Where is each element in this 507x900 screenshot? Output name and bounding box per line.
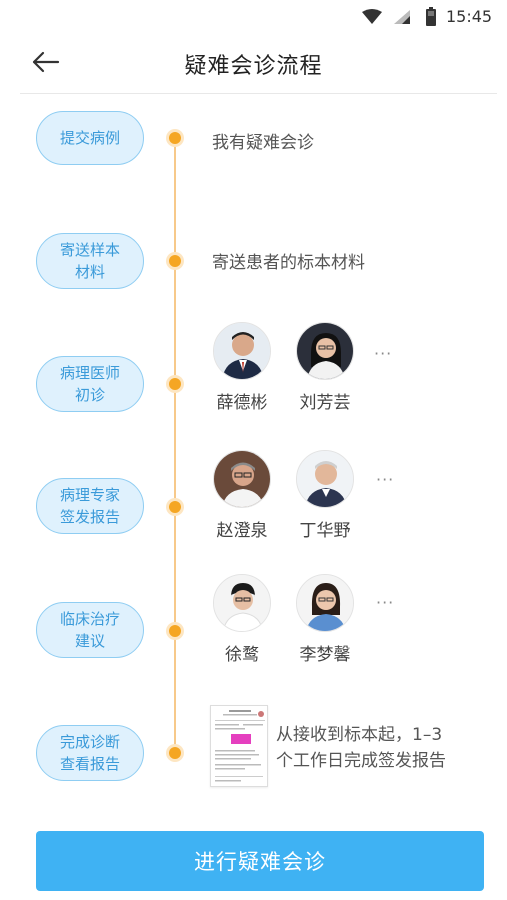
step-label-line2: 材料 <box>74 263 105 281</box>
timeline-dot <box>169 501 181 513</box>
avatar <box>296 450 354 508</box>
step-pill-initial-diagnosis[interactable]: 病理医师 初诊 <box>36 356 144 412</box>
wifi-icon <box>362 9 382 24</box>
step-label-line2: 初诊 <box>74 386 105 404</box>
back-button[interactable] <box>30 46 66 78</box>
status-bar: 15:45 <box>0 0 507 34</box>
doctor-name: 李梦馨 <box>299 645 351 665</box>
report-description-line1: 从接收到标本起，1–3 <box>276 725 443 745</box>
start-consultation-button[interactable]: 进行疑难会诊 <box>36 831 484 891</box>
doctor-card[interactable]: 薛德彬 <box>211 322 273 413</box>
doctor-name: 薛德彬 <box>216 393 268 413</box>
step-label: 提交病例 <box>59 129 120 147</box>
step-description: 寄送患者的标本材料 <box>212 253 365 273</box>
more-doctors-button[interactable]: ··· <box>376 593 395 612</box>
battery-icon <box>426 7 436 26</box>
step-pill-expert-report[interactable]: 病理专家 签发报告 <box>36 478 144 534</box>
step-label-line1: 寄送样本 <box>59 241 120 259</box>
step-label-line1: 完成诊断 <box>59 733 120 751</box>
header-divider <box>20 93 497 94</box>
report-thumbnail[interactable] <box>210 705 268 787</box>
doctor-name: 徐鹜 <box>225 645 259 665</box>
step-pill-clinical-advice[interactable]: 临床治疗 建议 <box>36 602 144 658</box>
doctor-name: 刘芳芸 <box>299 393 351 413</box>
avatar <box>213 450 271 508</box>
step-label-line2: 签发报告 <box>59 508 120 526</box>
doctor-card[interactable]: 赵澄泉 <box>211 450 273 541</box>
timeline-line <box>174 138 176 752</box>
step-description: 我有疑难会诊 <box>212 133 314 153</box>
more-doctors-button[interactable]: ··· <box>374 344 393 363</box>
doctor-card[interactable]: 徐鹜 <box>211 574 273 665</box>
doctor-name: 赵澄泉 <box>216 521 268 541</box>
step-label-line2: 建议 <box>74 632 105 650</box>
step-label-line1: 病理专家 <box>59 486 120 504</box>
page-title: 疑难会诊流程 <box>184 54 323 79</box>
timeline-dot <box>169 625 181 637</box>
timeline-dot <box>169 255 181 267</box>
step-label-line1: 临床治疗 <box>59 610 120 628</box>
more-doctors-button[interactable]: ··· <box>376 470 395 489</box>
doctor-card[interactable]: 李梦馨 <box>294 574 356 665</box>
step-pill-send-sample[interactable]: 寄送样本 材料 <box>36 233 144 289</box>
timeline-dot <box>169 747 181 759</box>
header: 疑难会诊流程 <box>0 34 507 92</box>
doctor-name: 丁华野 <box>299 521 351 541</box>
status-time: 15:45 <box>446 7 493 26</box>
step-label-line2: 查看报告 <box>59 755 120 773</box>
arrow-left-icon <box>32 51 60 73</box>
timeline-dot <box>169 378 181 390</box>
step-pill-submit-case[interactable]: 提交病例 <box>36 111 144 165</box>
avatar <box>213 574 271 632</box>
avatar <box>296 322 354 380</box>
report-description-line2: 个工作日完成签发报告 <box>276 751 446 771</box>
report-description: 从接收到标本起，1–3 个工作日完成签发报告 <box>276 722 496 774</box>
doctor-card[interactable]: 丁华野 <box>294 450 356 541</box>
signal-icon <box>394 10 410 24</box>
avatar <box>213 322 271 380</box>
step-pill-view-report[interactable]: 完成诊断 查看报告 <box>36 725 144 781</box>
doctor-card[interactable]: 刘芳芸 <box>294 322 356 413</box>
avatar <box>296 574 354 632</box>
timeline-dot <box>169 132 181 144</box>
step-label-line1: 病理医师 <box>59 364 120 382</box>
